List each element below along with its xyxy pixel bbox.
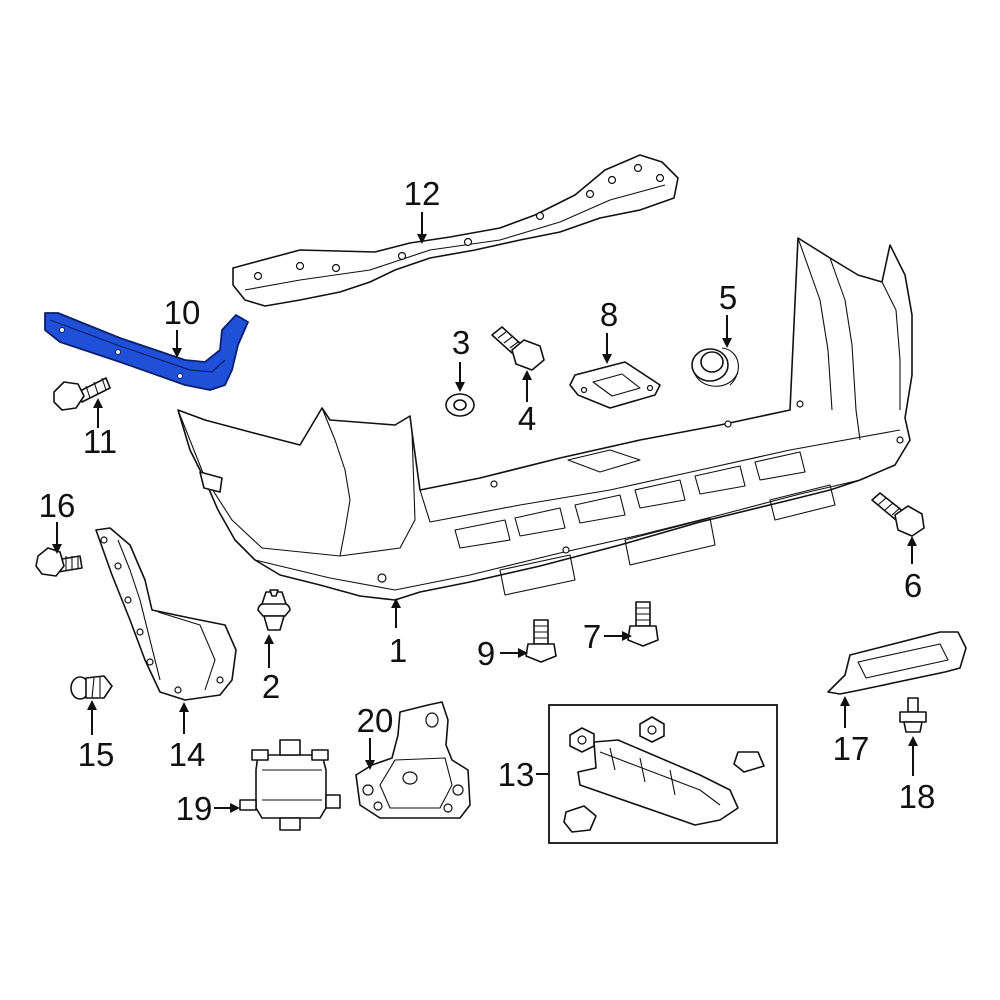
callout-labels: 12 10 11 3 4 8 5 6 16 1 2 9 7 17 18 15 1…: [39, 175, 936, 827]
part-17-step-cover[interactable]: [827, 631, 967, 695]
part-10-bumper-bracket[interactable]: [44, 312, 249, 391]
callout-6: 6: [904, 567, 922, 604]
part-13-kit-box[interactable]: [548, 704, 778, 844]
callout-7: 7: [583, 618, 601, 655]
callout-1: 1: [389, 632, 407, 669]
callout-10: 10: [164, 294, 201, 331]
callout-16: 16: [39, 487, 76, 524]
callout-18: 18: [899, 778, 936, 815]
callout-5: 5: [719, 279, 737, 316]
callout-4: 4: [518, 400, 536, 437]
callout-3: 3: [452, 324, 470, 361]
part-11-bolt[interactable]: [53, 377, 111, 411]
part-3-washer[interactable]: [445, 393, 475, 417]
part-18-rivet[interactable]: [899, 697, 927, 733]
callout-leaders: [52, 212, 918, 813]
callout-14: 14: [169, 736, 206, 773]
callout-13: 13: [498, 756, 535, 793]
part-8-mount-plate[interactable]: [569, 361, 661, 409]
callout-17: 17: [833, 730, 870, 767]
part-9-bolt[interactable]: [525, 619, 557, 663]
part-6-bolt[interactable]: [871, 492, 925, 537]
part-16-bolt[interactable]: [35, 547, 83, 577]
part-15-clip[interactable]: [70, 675, 113, 700]
part-7-bolt[interactable]: [627, 601, 659, 647]
callout-2: 2: [262, 668, 280, 705]
callout-8: 8: [600, 296, 618, 333]
callout-12: 12: [404, 175, 441, 212]
callout-19: 19: [176, 790, 213, 827]
part-2-push-clip[interactable]: [257, 589, 291, 631]
callout-20: 20: [357, 702, 394, 739]
part-4-bolt[interactable]: [491, 326, 545, 371]
part-5-parking-sensor[interactable]: [691, 347, 739, 387]
callout-11: 11: [83, 423, 117, 460]
callout-9: 9: [477, 635, 495, 672]
part-20-mount-bracket[interactable]: [355, 701, 471, 819]
part-1-bumper-cover[interactable]: [177, 237, 913, 601]
callout-15: 15: [78, 736, 115, 773]
part-12-reinforcement-bar[interactable]: [232, 154, 679, 307]
part-19-sensor-module[interactable]: [239, 739, 341, 831]
part-14-side-bracket[interactable]: [95, 527, 237, 701]
